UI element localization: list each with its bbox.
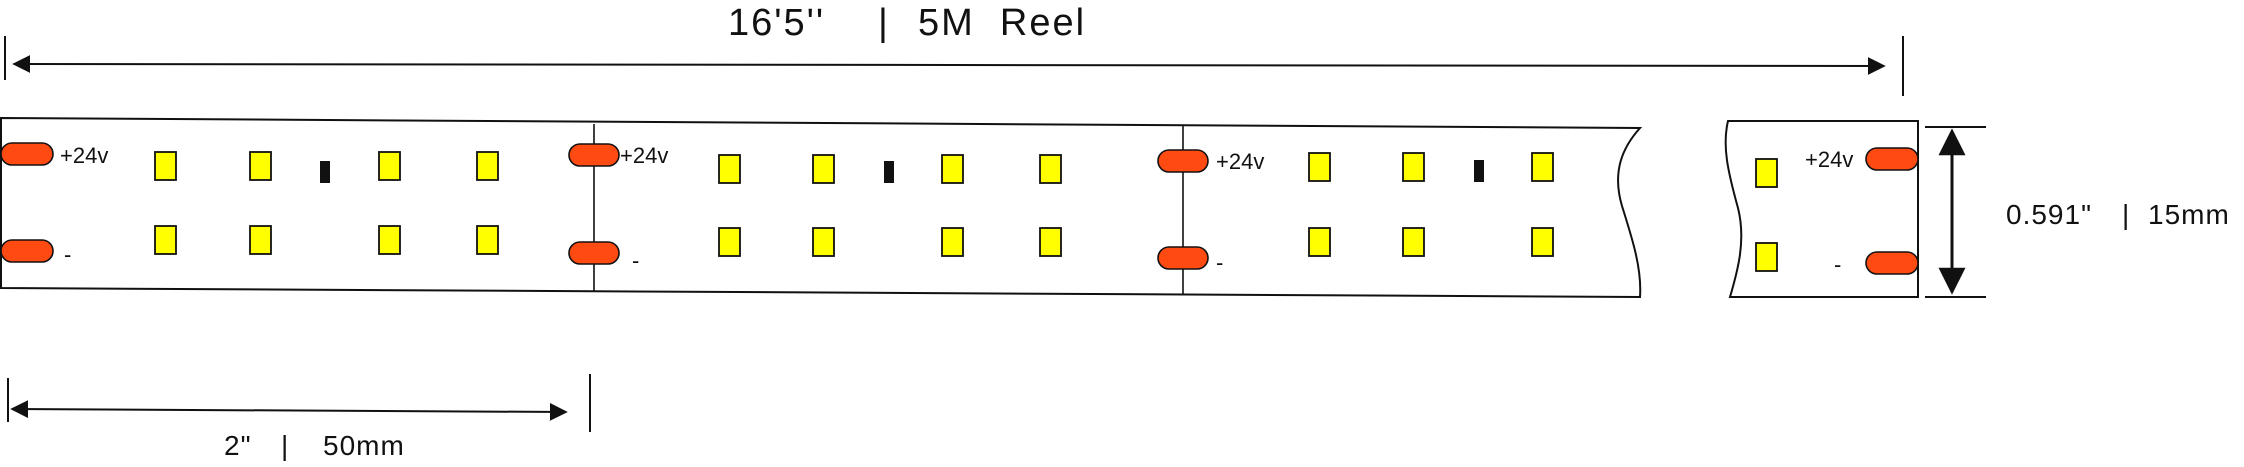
led-chip-icon bbox=[941, 154, 964, 184]
solder-pad-icon bbox=[568, 143, 620, 167]
led-chip-icon bbox=[1039, 227, 1062, 257]
led-chip-icon bbox=[1402, 152, 1425, 182]
solder-pad-icon bbox=[1157, 149, 1209, 173]
led-chip-icon bbox=[1755, 242, 1778, 272]
led-chip-icon bbox=[476, 225, 499, 255]
pad-label-negative: - bbox=[1834, 252, 1841, 277]
led-chip-icon bbox=[812, 227, 835, 257]
led-chip-icon bbox=[1308, 152, 1331, 182]
led-chip-icon bbox=[154, 225, 177, 255]
strip-width-dimension: 0.591" | 15mm bbox=[1925, 126, 2230, 298]
led-chip-icon bbox=[941, 227, 964, 257]
led-chip-icon bbox=[249, 225, 272, 255]
resistor-icon bbox=[1474, 160, 1484, 182]
led-chip-icon bbox=[154, 151, 177, 181]
cut-length-imperial: 2" bbox=[224, 430, 252, 461]
led-chip-icon bbox=[812, 154, 835, 184]
pad-label-negative: - bbox=[632, 248, 639, 273]
double-arrow-icon bbox=[12, 55, 1886, 75]
pad-labels: +24v - +24v - +24v - +24v - bbox=[60, 143, 1853, 277]
pad-label-positive: +24v bbox=[620, 143, 668, 168]
pad-label-positive: +24v bbox=[1805, 147, 1853, 172]
strip-width-imperial: 0.591" bbox=[2006, 199, 2092, 230]
reel-length-metric: 5M Reel bbox=[918, 2, 1086, 44]
reel-length-imperial: 16'5'' bbox=[728, 2, 825, 44]
reel-length-separator: | bbox=[878, 2, 890, 44]
led-chip-icon bbox=[476, 151, 499, 181]
solder-pad-icon bbox=[568, 241, 620, 265]
led-chip-icon bbox=[718, 154, 741, 184]
led-chip-icon bbox=[1755, 158, 1778, 188]
led-chip-icon bbox=[249, 151, 272, 181]
resistor-icon bbox=[320, 161, 330, 183]
solder-pads bbox=[0, 142, 1919, 275]
pad-label-positive: +24v bbox=[60, 143, 108, 168]
strip-width-separator: | bbox=[2122, 199, 2130, 230]
double-arrow-icon bbox=[10, 400, 568, 421]
resistors bbox=[320, 160, 1484, 183]
reel-length-dimension: 16'5'' | 5M Reel bbox=[4, 2, 1904, 96]
solder-pad-icon bbox=[0, 142, 54, 166]
strip-body bbox=[0, 116, 1643, 299]
solder-pad-icon bbox=[0, 239, 54, 263]
led-chip-icon bbox=[1531, 152, 1554, 182]
led-chip-icon bbox=[378, 151, 401, 181]
pad-label-negative: - bbox=[1216, 250, 1223, 275]
solder-pad-icon bbox=[1865, 147, 1919, 171]
resistor-icon bbox=[884, 161, 894, 183]
led-chip-icon bbox=[1039, 154, 1062, 184]
strip-outline bbox=[0, 116, 1643, 299]
led-chip-icon bbox=[718, 227, 741, 257]
pad-label-negative: - bbox=[64, 242, 71, 267]
led-chip-icon bbox=[1531, 227, 1554, 257]
led-chip-icon bbox=[1402, 227, 1425, 257]
cut-length-separator: | bbox=[281, 430, 289, 461]
solder-pad-icon bbox=[1865, 251, 1919, 275]
cut-length-metric: 50mm bbox=[323, 430, 405, 461]
cut-length-dimension: 2" | 50mm bbox=[7, 374, 591, 461]
solder-pad-icon bbox=[1157, 246, 1209, 270]
strip-width-metric: 15mm bbox=[2148, 199, 2230, 230]
led-chips bbox=[154, 151, 1778, 272]
led-chip-icon bbox=[1308, 227, 1331, 257]
pad-label-positive: +24v bbox=[1216, 149, 1264, 174]
led-chip-icon bbox=[378, 225, 401, 255]
